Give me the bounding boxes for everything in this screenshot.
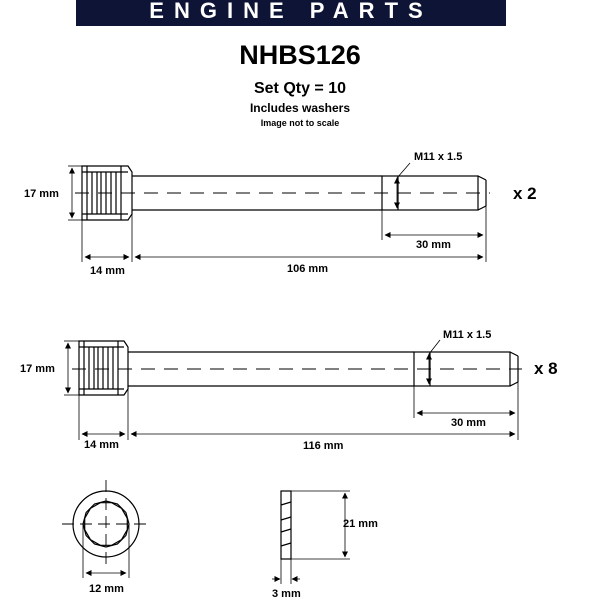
washer-thickness-label: 3 mm bbox=[272, 588, 301, 600]
bolt-long-quantity-label: x 8 bbox=[534, 359, 558, 378]
bolt-long-shank-length-label: 116 mm bbox=[303, 440, 344, 452]
bolt-short-thread-spec-label: M11 x 1.5 bbox=[414, 151, 462, 163]
bolt-short-shank bbox=[75, 175, 490, 211]
bolt-short-shank-length-label: 106 mm bbox=[287, 263, 328, 275]
bolt-short-head-length-label: 14 mm bbox=[90, 265, 125, 277]
bolt-long-head-height-label: 17 mm bbox=[20, 363, 55, 375]
end-view-width-label: 12 mm bbox=[89, 583, 124, 595]
bolt-short-drawing bbox=[68, 162, 490, 262]
bolt-long-thread-spec-label: M11 x 1.5 bbox=[443, 329, 491, 341]
washer-diameter-label: 21 mm bbox=[343, 518, 378, 530]
brand-banner: ENGINE PARTS bbox=[76, 0, 506, 26]
bolt-short-quantity-label: x 2 bbox=[513, 184, 537, 203]
bolt-long-head-length-label: 14 mm bbox=[84, 439, 119, 451]
set-quantity: Set Qty = 10 bbox=[253, 80, 347, 97]
bolt-long-shank bbox=[72, 351, 522, 387]
washer-drawing bbox=[272, 490, 350, 584]
scale-disclaimer: Image not to scale bbox=[260, 118, 340, 128]
includes-note: Includes washers bbox=[249, 101, 351, 115]
bolt-short-head-height-label: 17 mm bbox=[24, 188, 59, 200]
part-number: NHBS126 bbox=[239, 40, 361, 70]
bolt-short-thread-length-label: 30 mm bbox=[416, 239, 451, 251]
bolt-long-head bbox=[78, 340, 129, 396]
bolt-long-thread-length-label: 30 mm bbox=[451, 417, 486, 429]
head-end-view bbox=[62, 480, 150, 578]
bolt-long-drawing bbox=[64, 339, 522, 440]
